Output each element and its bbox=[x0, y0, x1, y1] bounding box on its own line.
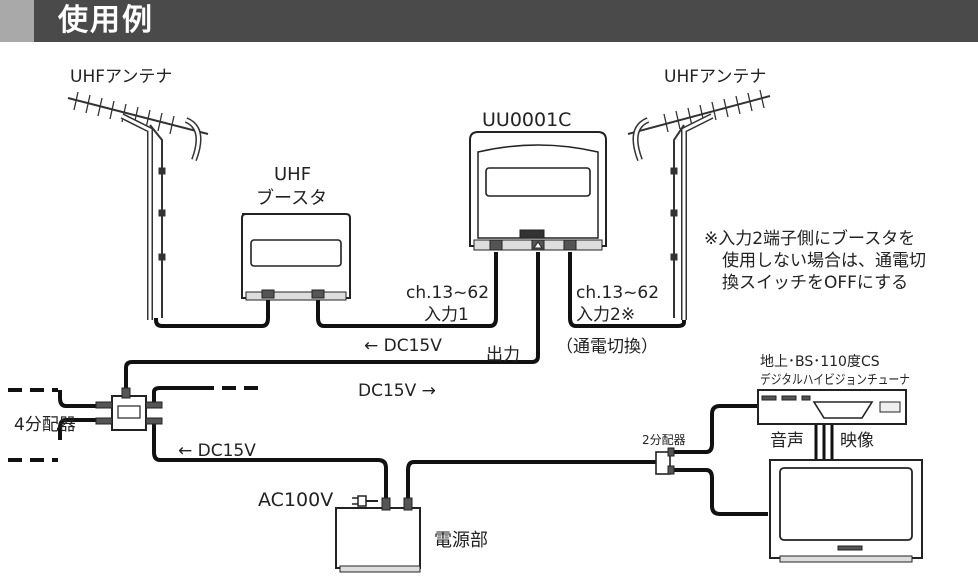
note-line3: 換スイッチをOFFにする bbox=[722, 273, 908, 293]
input2-channel-label: ch.13~62 bbox=[576, 283, 659, 303]
page-title: 使用例 bbox=[58, 3, 154, 38]
uu0001c-unit bbox=[469, 131, 607, 251]
note-line2: 使用しない場合は、通電切 bbox=[722, 250, 926, 271]
header-accent bbox=[0, 0, 34, 42]
uhf-antenna-right bbox=[627, 89, 771, 320]
video-label: 映像 bbox=[840, 431, 874, 451]
booster-label-line1: UHF bbox=[274, 164, 311, 185]
uhf-booster bbox=[241, 213, 351, 301]
input1-label: 入力1 bbox=[424, 305, 469, 325]
audio-label: 音声 bbox=[770, 431, 804, 451]
digital-tuner bbox=[757, 389, 907, 425]
connection-diagram: UHFアンテナ UHFアンテナ UHF ブースタ UU0001C ch.13~6… bbox=[8, 67, 926, 573]
four-way-splitter bbox=[95, 387, 163, 431]
ac100v-label: AC100V bbox=[258, 489, 333, 511]
antenna-right-label: UHFアンテナ bbox=[664, 67, 766, 87]
splitter-unused-ports bbox=[8, 386, 258, 462]
power-unit-label: 電源部 bbox=[434, 530, 488, 551]
input2-label: 入力2※ bbox=[576, 305, 635, 325]
tuner-label-line1: 地上･BS･110度CS bbox=[760, 354, 880, 370]
uhf-antenna-left bbox=[67, 91, 209, 320]
four-way-splitter-label: 4分配器 bbox=[14, 415, 76, 435]
two-way-splitter-label: 2分配器 bbox=[642, 433, 686, 447]
power-switch-label: （通電切換） bbox=[556, 337, 658, 357]
dc15v-left-label: ← DC15V bbox=[364, 336, 442, 356]
two-way-splitter bbox=[655, 447, 675, 475]
ac-plug-icon bbox=[352, 495, 378, 507]
model-label: UU0001C bbox=[482, 109, 571, 131]
booster-label-line2: ブースタ bbox=[256, 187, 327, 209]
tuner-label-line2: デジタルハイビジョンチューナ bbox=[760, 372, 910, 388]
output-label: 出力 bbox=[486, 345, 520, 365]
television bbox=[769, 459, 923, 563]
input1-channel-label: ch.13~62 bbox=[406, 283, 489, 303]
dc15v-lower-label: ← DC15V bbox=[178, 441, 256, 461]
dc15v-right-label: DC15V → bbox=[358, 381, 436, 401]
antenna-left-label: UHFアンテナ bbox=[70, 67, 172, 87]
header-bar: 使用例 bbox=[0, 0, 978, 42]
cables bbox=[58, 252, 834, 516]
power-unit bbox=[335, 497, 421, 573]
note-line1: ※入力2端子側にブースタを bbox=[704, 228, 915, 249]
